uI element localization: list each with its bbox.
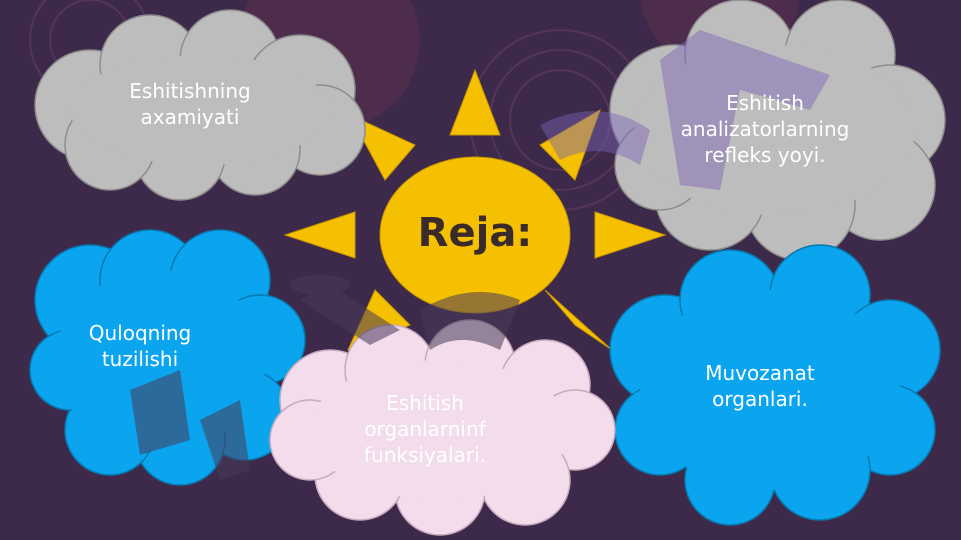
decor-shape-top-right <box>540 30 830 190</box>
cloud-top-right-text: Eshitish analizatorlarning refleks yoyi. <box>680 91 850 167</box>
sun-title: Reja: <box>417 210 533 256</box>
cloud-bottom-center-text: Eshitish organlarninf funksiyalari. <box>364 391 486 467</box>
cloud-middle-left-text: Quloqning tuzilishi <box>88 321 192 371</box>
cloud-top-left-text: Eshitishning axamiyati <box>129 79 251 129</box>
decor-shape-center <box>130 275 520 480</box>
cloud-right-text: Muvozanat organlari. <box>705 361 815 411</box>
cloud-top-right <box>609 0 946 261</box>
cloud-right <box>609 244 941 526</box>
cloud-bottom-center <box>269 319 616 536</box>
cloud-top-left <box>34 9 366 201</box>
